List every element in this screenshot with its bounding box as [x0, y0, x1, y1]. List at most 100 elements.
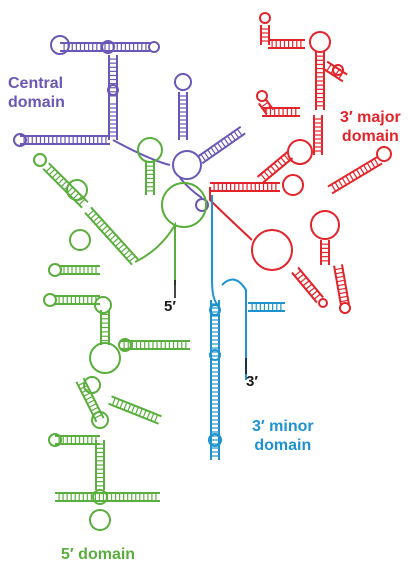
base-pair: [142, 409, 147, 418]
base-pair: [119, 400, 124, 409]
central-left-end-loop: [13, 133, 27, 147]
three-prime-major-domain-label: 3′ major domain: [340, 108, 401, 146]
helix-strand: [48, 162, 89, 203]
base-pair: [90, 406, 99, 412]
base-pair: [340, 299, 349, 303]
base-pair: [341, 177, 347, 186]
base-pair: [313, 293, 321, 300]
five-connector-strand: [134, 221, 176, 285]
base-pair: [226, 135, 233, 143]
major-right-helix: [315, 52, 325, 110]
central-top-right-loop: [148, 41, 160, 53]
base-pair: [111, 397, 116, 406]
base-pair: [85, 395, 93, 401]
minor-upper-loop: [209, 304, 221, 316]
base-pair: [213, 144, 220, 153]
base-pair: [223, 137, 230, 146]
major-right-diag-loop: [376, 146, 392, 162]
base-pair: [345, 175, 351, 184]
five-right-loop: [118, 338, 132, 352]
five-left-helix-b: [55, 295, 100, 305]
major-lower-helix: [313, 115, 323, 155]
base-pair: [263, 105, 271, 112]
base-pair: [57, 177, 65, 185]
base-pair: [326, 63, 332, 72]
central-upper-loop: [174, 73, 192, 91]
base-pair: [126, 252, 133, 260]
five-right-diagonal: [108, 395, 162, 425]
base-pair: [273, 162, 280, 170]
base-pair: [220, 140, 226, 148]
base-pair: [154, 414, 159, 423]
central-lower-loop: [195, 198, 209, 212]
five-upper-loop: [66, 179, 88, 201]
central-left-helix: [20, 135, 110, 145]
five-bottom-stem: [95, 440, 105, 490]
five-bottom-loop: [89, 509, 111, 531]
base-pair: [302, 280, 310, 287]
base-pair: [69, 189, 77, 197]
central-diagonal-helix: [197, 125, 246, 165]
base-pair: [207, 149, 213, 157]
base-pair: [359, 166, 365, 175]
base-pair: [334, 181, 340, 190]
central-domain-structure: [13, 35, 246, 212]
base-pair: [115, 240, 122, 247]
base-pair: [79, 384, 88, 390]
major-side-helix: [322, 60, 348, 83]
base-pair: [131, 405, 136, 414]
five-left-helix-a: [60, 265, 100, 275]
helix-strand: [111, 395, 162, 418]
base-pair: [330, 184, 337, 192]
central-top-mid-loop: [101, 40, 115, 54]
major-mid-top-loop: [256, 90, 268, 102]
base-pair: [128, 255, 136, 263]
base-pair: [123, 402, 128, 411]
base-pair: [261, 101, 269, 108]
three-prime-minor-domain-label-line1: 3′ minor: [252, 418, 314, 435]
base-pair: [203, 151, 210, 160]
central-domain-label-line1: Central: [8, 75, 64, 92]
base-pair: [150, 412, 155, 421]
base-pair: [72, 192, 80, 200]
helix-strand: [256, 151, 289, 178]
helix-strand: [90, 206, 139, 260]
five-bottom-helix: [55, 492, 160, 502]
base-pair: [263, 170, 270, 178]
central-main-loop: [172, 150, 202, 180]
base-pair: [334, 69, 340, 77]
major-lower-right-helix: [333, 264, 350, 306]
five-top-right-loop: [137, 137, 163, 163]
central-domain-label: Central domain: [8, 74, 65, 112]
major-top-helix: [268, 39, 305, 49]
major-base-helix: [210, 182, 280, 192]
major-lower-diag-tip: [318, 298, 328, 308]
base-pair: [54, 174, 62, 182]
five-prime-domain-label: 5′ domain: [61, 545, 135, 564]
major-right-diagonal: [327, 155, 383, 195]
central-top-left-loop: [50, 35, 70, 55]
three-prime-minor-domain-label-line2: domain: [254, 437, 312, 454]
base-pair: [352, 171, 358, 179]
base-pair: [373, 158, 380, 166]
base-pair: [338, 291, 347, 295]
base-pair: [310, 290, 318, 297]
base-pair: [87, 399, 95, 405]
base-pair: [335, 271, 344, 275]
base-pair: [78, 198, 86, 206]
helix-strand: [291, 271, 318, 304]
base-pair: [115, 399, 120, 408]
major-mid-left-helix: [262, 107, 300, 117]
major-right-loop: [310, 210, 340, 240]
base-pair: [366, 162, 372, 171]
base-pair: [87, 209, 95, 217]
base-pair: [92, 216, 100, 223]
five-lower-loop: [91, 411, 109, 429]
base-pair: [276, 159, 284, 167]
base-pair: [81, 388, 90, 394]
central-lower-helix: [108, 100, 118, 140]
base-pair: [355, 169, 362, 177]
major-top-loop: [259, 12, 271, 24]
five-left-tip-a: [48, 263, 62, 277]
major-top-stem: [260, 25, 270, 45]
